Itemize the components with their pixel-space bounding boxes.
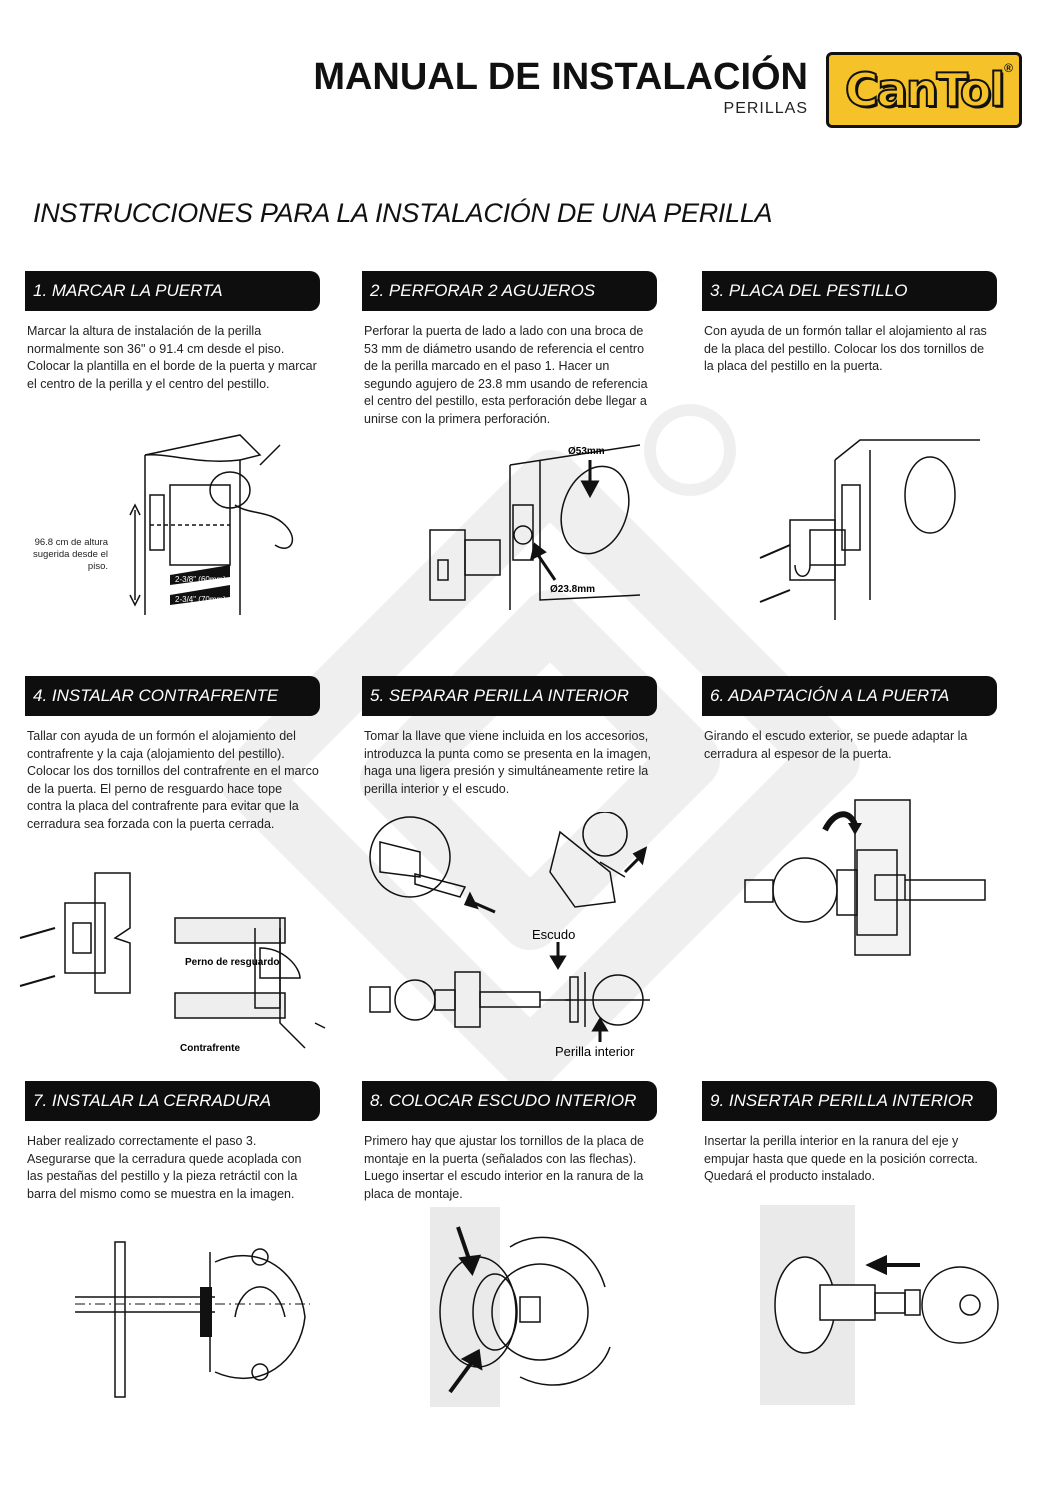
page-heading: INSTRUCCIONES PARA LA INSTALACIÓN DE UNA… <box>33 198 773 228</box>
step-7-text: Haber realizado correctamente el paso 3.… <box>27 1134 302 1201</box>
step-7-illustration <box>60 1232 320 1402</box>
step-5-text: Tomar la llave que viene incluida en los… <box>364 729 651 796</box>
step-5-illustration: Escudo Perilla interior <box>360 812 680 1062</box>
step-2-title: 2. PERFORAR 2 AGUJEROS <box>362 271 657 311</box>
step-9-title: 9. INSERTAR PERILLA INTERIOR <box>702 1081 997 1121</box>
step-1: 1. MARCAR LA PUERTA Marcar la altura de … <box>25 271 320 393</box>
step-4: 4. INSTALAR CONTRAFRENTE Tallar con ayud… <box>25 676 320 833</box>
step-3-text: Con ayuda de un formón tallar el alojami… <box>704 324 987 373</box>
step-7-title: 7. INSTALAR LA CERRADURA <box>25 1081 320 1121</box>
step-8-title: 8. COLOCAR ESCUDO INTERIOR <box>362 1081 657 1121</box>
step-4-illustration: Perno de resguardo Contrafrente <box>15 868 335 1058</box>
step-5: 5. SEPARAR PERILLA INTERIOR Tomar la lla… <box>362 676 657 798</box>
manual-subtitle: PERILLAS <box>723 100 808 117</box>
step-1-illustration: 2-3/8" (60mm) 2-3/4" (70mm) <box>30 425 320 625</box>
step-1-text: Marcar la altura de instalación de la pe… <box>27 324 317 391</box>
manual-title: MANUAL DE INSTALACIÓN <box>313 56 808 98</box>
step-2-text: Perforar la puerta de lado a lado con un… <box>364 324 648 426</box>
contrafrente-label: Contrafrente <box>180 1043 240 1054</box>
escudo-label: Escudo <box>532 927 575 942</box>
step-3: 3. PLACA DEL PESTILLO Con ayuda de un fo… <box>702 271 997 376</box>
perilla-label: Perilla interior <box>555 1044 635 1059</box>
step-6-text: Girando el escudo exterior, se puede ada… <box>704 729 968 761</box>
step-6-title: 6. ADAPTACIÓN A LA PUERTA <box>702 676 997 716</box>
step-4-title: 4. INSTALAR CONTRAFRENTE <box>25 676 320 716</box>
step-2-illustration: Ø53mm Ø23.8mm <box>410 440 670 620</box>
small-hole-label: Ø23.8mm <box>550 584 595 595</box>
step-9: 9. INSERTAR PERILLA INTERIOR Insertar la… <box>702 1081 997 1186</box>
step-6-illustration <box>740 795 1000 965</box>
height-note: 96.8 cm de altura sugerida desde el piso… <box>33 537 108 572</box>
step-8-illustration <box>420 1207 620 1407</box>
step-9-illustration <box>760 1205 1010 1405</box>
registered-mark: ® <box>1004 61 1013 75</box>
step-8: 8. COLOCAR ESCUDO INTERIOR Primero hay q… <box>362 1081 657 1203</box>
logo-text: CanTol <box>844 62 1006 118</box>
step-1-title: 1. MARCAR LA PUERTA <box>25 271 320 311</box>
step-4-text: Tallar con ayuda de un formón el alojami… <box>27 729 319 831</box>
step-3-illustration <box>750 430 980 620</box>
big-hole-label: Ø53mm <box>568 446 605 457</box>
dim-b-label: 2-3/4" (70mm) <box>175 595 226 604</box>
step-9-text: Insertar la perilla interior en la ranur… <box>704 1134 978 1183</box>
step-6: 6. ADAPTACIÓN A LA PUERTA Girando el esc… <box>702 676 997 763</box>
step-7: 7. INSTALAR LA CERRADURA Haber realizado… <box>25 1081 320 1203</box>
step-8-text: Primero hay que ajustar los tornillos de… <box>364 1134 645 1201</box>
step-3-title: 3. PLACA DEL PESTILLO <box>702 271 997 311</box>
step-2: 2. PERFORAR 2 AGUJEROS Perforar la puert… <box>362 271 657 428</box>
step-5-title: 5. SEPARAR PERILLA INTERIOR <box>362 676 657 716</box>
dim-a-label: 2-3/8" (60mm) <box>175 575 226 584</box>
brand-logo: CanTol ® <box>826 52 1022 128</box>
perno-label: Perno de resguardo <box>185 957 279 968</box>
